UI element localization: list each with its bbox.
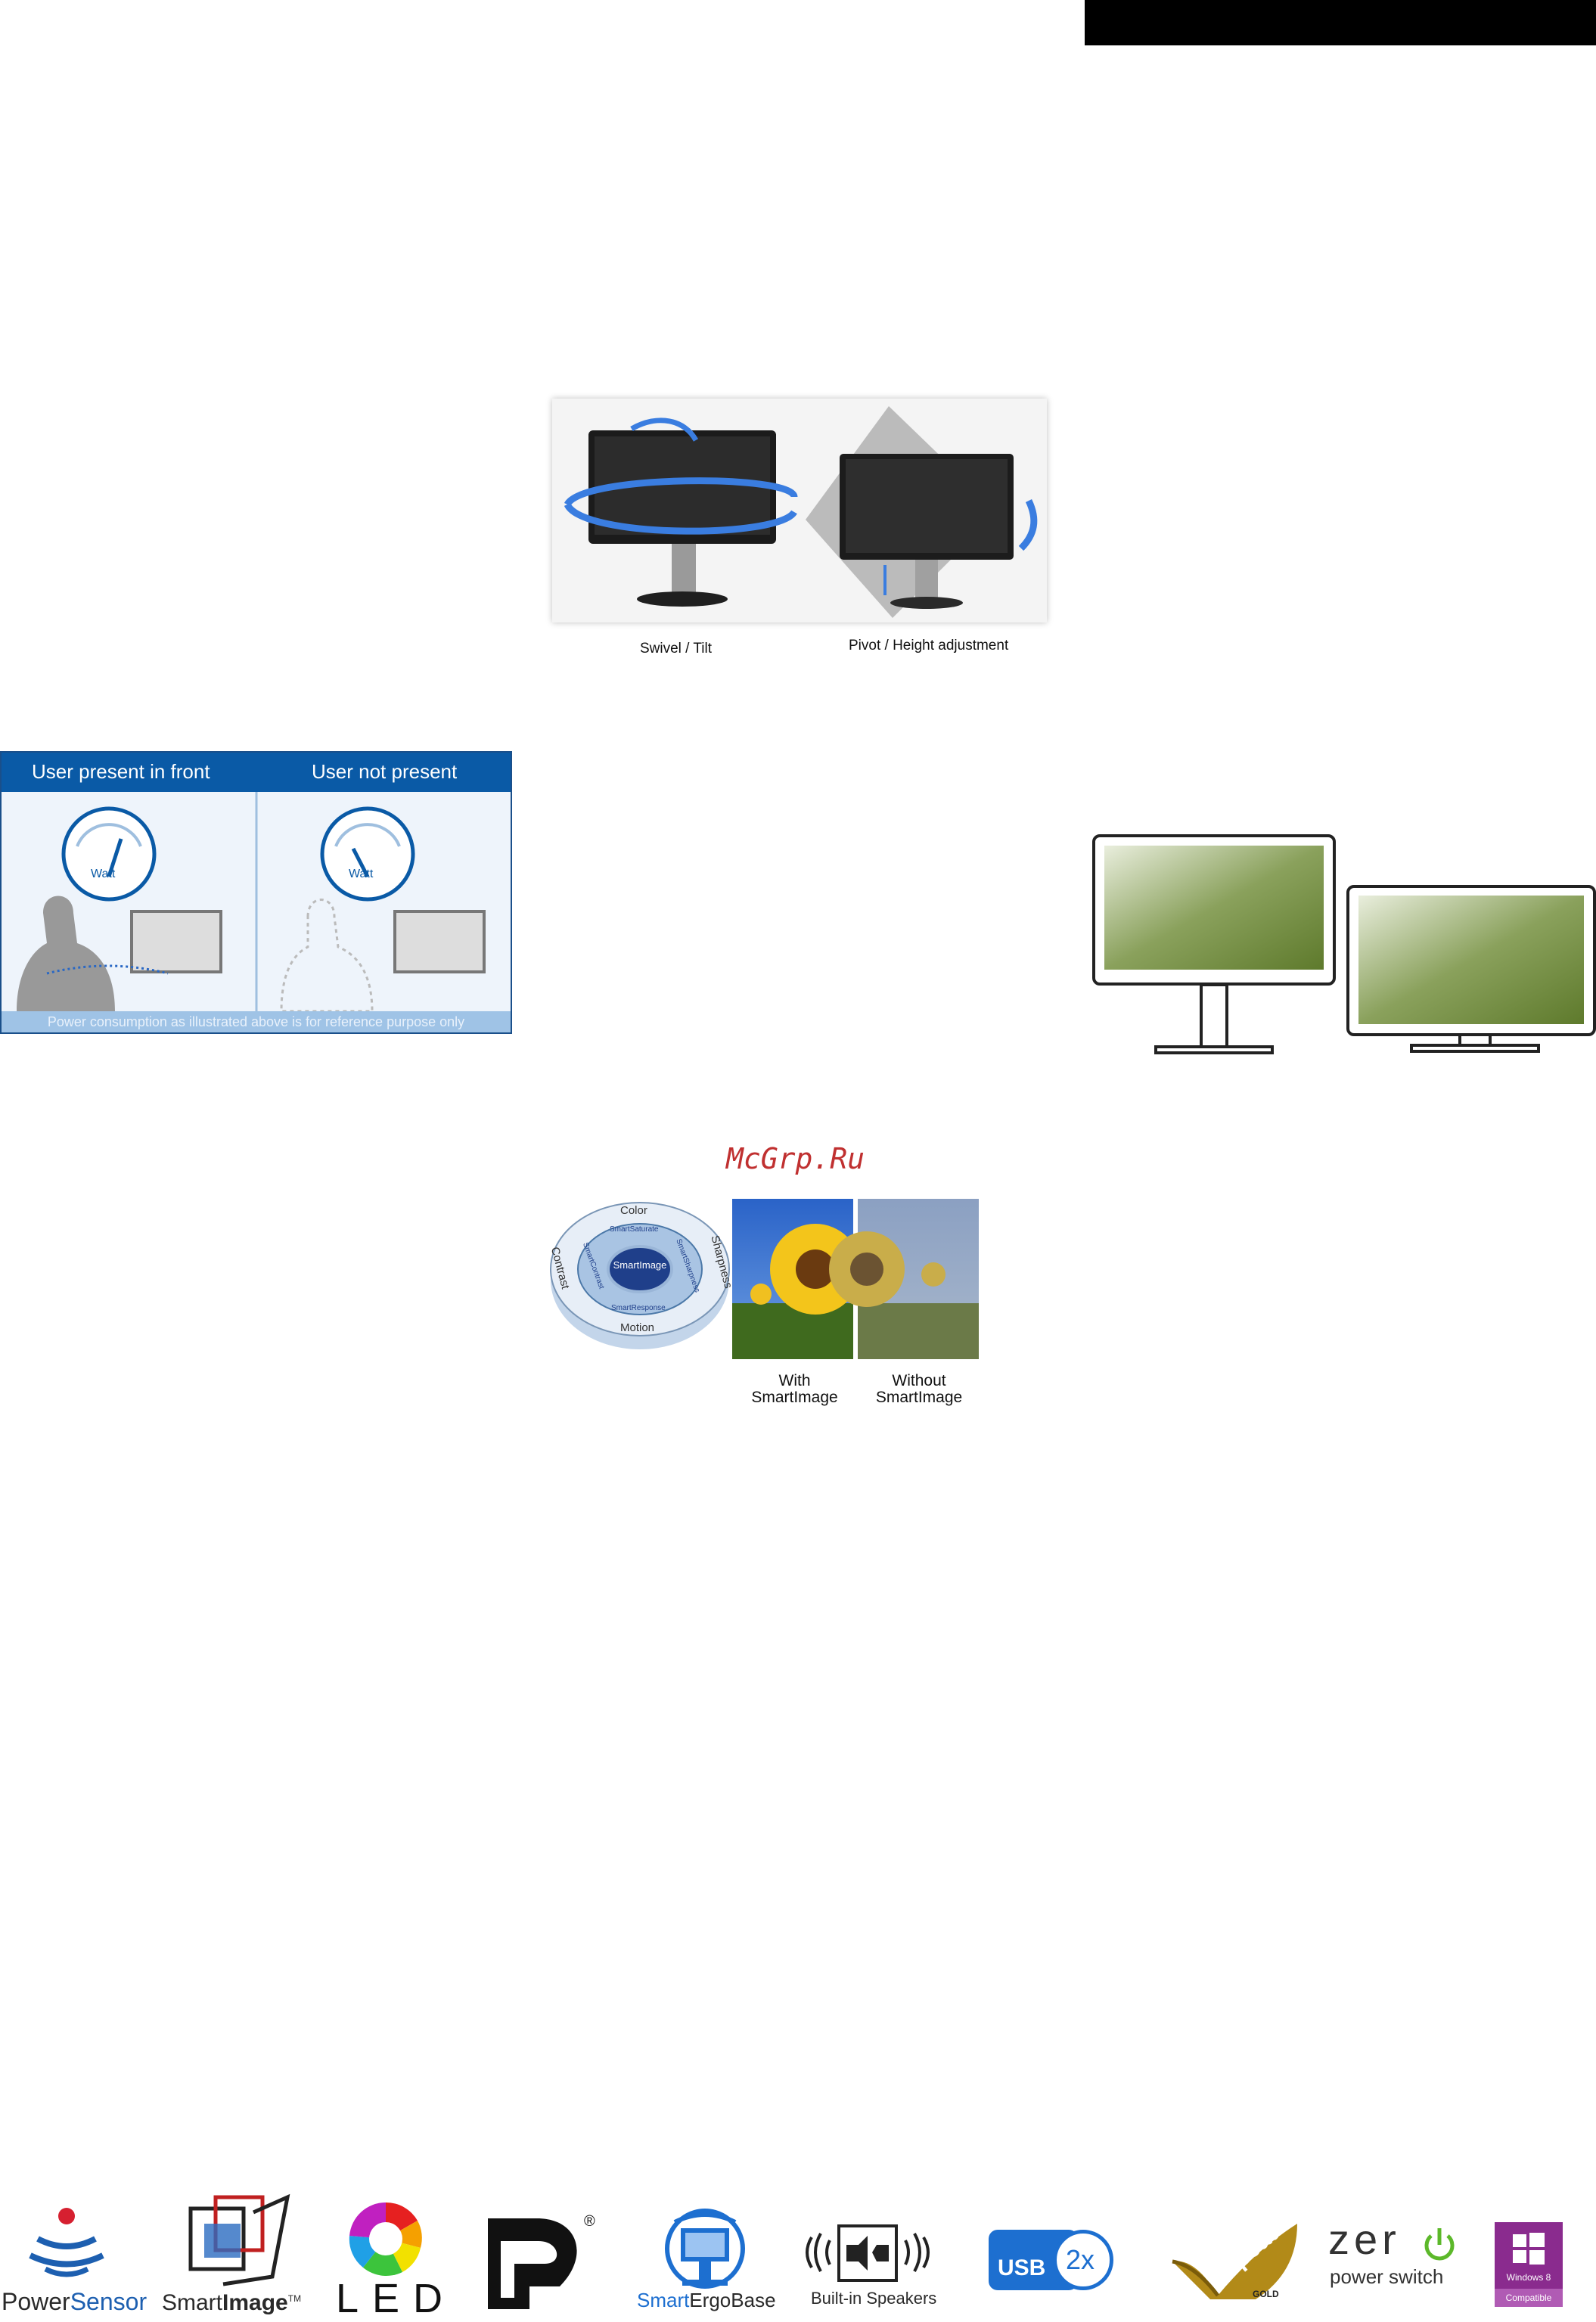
caption-with-smartimage: With SmartImage: [740, 1373, 849, 1406]
powersensor-icon: [29, 2208, 104, 2277]
smartimage-word-a: Smart: [162, 2290, 223, 2315]
epeat-gold-icon: [1172, 2224, 1297, 2299]
led-logo-text: LED: [336, 2276, 457, 2321]
smartergobase-word-a: Smart: [637, 2289, 690, 2311]
disc-label-color: Color: [620, 1204, 647, 1217]
displayport-icon: [488, 2218, 577, 2309]
speakers-logo-text: Built-in Speakers: [811, 2289, 937, 2308]
windows8-line2: Compatible: [1495, 2289, 1563, 2307]
sunflower-comparison-image: [732, 1199, 979, 1359]
disc-center-label: SmartImage: [613, 1259, 667, 1271]
smartergobase-icon: [665, 2209, 745, 2289]
usb-count: 2x: [1066, 2244, 1095, 2275]
zero-logo-sub: power switch: [1330, 2265, 1444, 2288]
header-user-present: User present in front: [32, 760, 210, 783]
powersensor-illustration: [2, 792, 511, 1011]
watermark-text: McGrp.Ru: [726, 1142, 865, 1175]
caption-swivel-tilt: Swivel / Tilt: [640, 641, 713, 657]
smartimage-tm: TM: [287, 2293, 302, 2304]
smartimage-icon: [188, 2193, 290, 2286]
smartimage-disc: [550, 1202, 730, 1349]
zero-power-icon: [1424, 2228, 1455, 2261]
usb-count-badge: 2x: [1053, 2230, 1113, 2290]
disc-label-motion: Motion: [620, 1321, 655, 1334]
powersensor-header: User present in front User not present: [2, 753, 511, 792]
zero-logo-word: zer: [1328, 2215, 1401, 2263]
caption-without-line1: Without: [892, 1372, 946, 1389]
disc-inner-response: SmartResponse: [611, 1304, 666, 1312]
displayport-registered-mark: ®: [584, 2213, 595, 2230]
gauge-unit-left: Watt: [91, 868, 116, 880]
caption-without-smartimage: Without SmartImage: [862, 1373, 976, 1406]
header-black-bar: [1085, 0, 1596, 45]
led-color-wheel-icon: [349, 2202, 422, 2277]
header-user-not-present: User not present: [312, 760, 458, 783]
ergonomics-figure: [552, 399, 1047, 622]
caption-with-line1: With: [778, 1372, 811, 1389]
ergonomics-illustration: [564, 406, 1038, 618]
smartimage-logo-text: SmartImageTM: [162, 2290, 301, 2316]
smartimage-word-b: Image: [222, 2290, 288, 2315]
caption-without-line2: SmartImage: [875, 1389, 963, 1406]
disc-inner-saturate: SmartSaturate: [610, 1225, 659, 1234]
gauge-unit-right: Watt: [349, 868, 374, 880]
caption-with-line2: SmartImage: [751, 1389, 838, 1406]
smartergobase-logo-text: SmartErgoBase: [637, 2289, 776, 2312]
smartergobase-word-b: ErgoBase: [689, 2289, 776, 2311]
windows8-badge: Windows 8 Compatible: [1495, 2222, 1563, 2307]
caption-pivot-height: Pivot / Height adjustment: [849, 638, 1009, 653]
powersensor-figure: User present in front User not present W…: [0, 751, 512, 1034]
powersensor-word-a: Power: [2, 2288, 70, 2315]
powersensor-logo-text: PowerSensor: [2, 2288, 147, 2316]
epeat-tier: GOLD: [1253, 2289, 1279, 2299]
windows8-line1: Windows 8: [1506, 2272, 1551, 2283]
usb-label: USB: [998, 2255, 1046, 2280]
speakers-icon: [806, 2224, 930, 2282]
powersensor-word-b: Sensor: [70, 2288, 147, 2315]
windows-logo-icon: [1513, 2233, 1545, 2265]
powersensor-footnote: Power consumption as illustrated above i…: [2, 1011, 511, 1032]
monitor-product-views: [1092, 834, 1596, 1054]
